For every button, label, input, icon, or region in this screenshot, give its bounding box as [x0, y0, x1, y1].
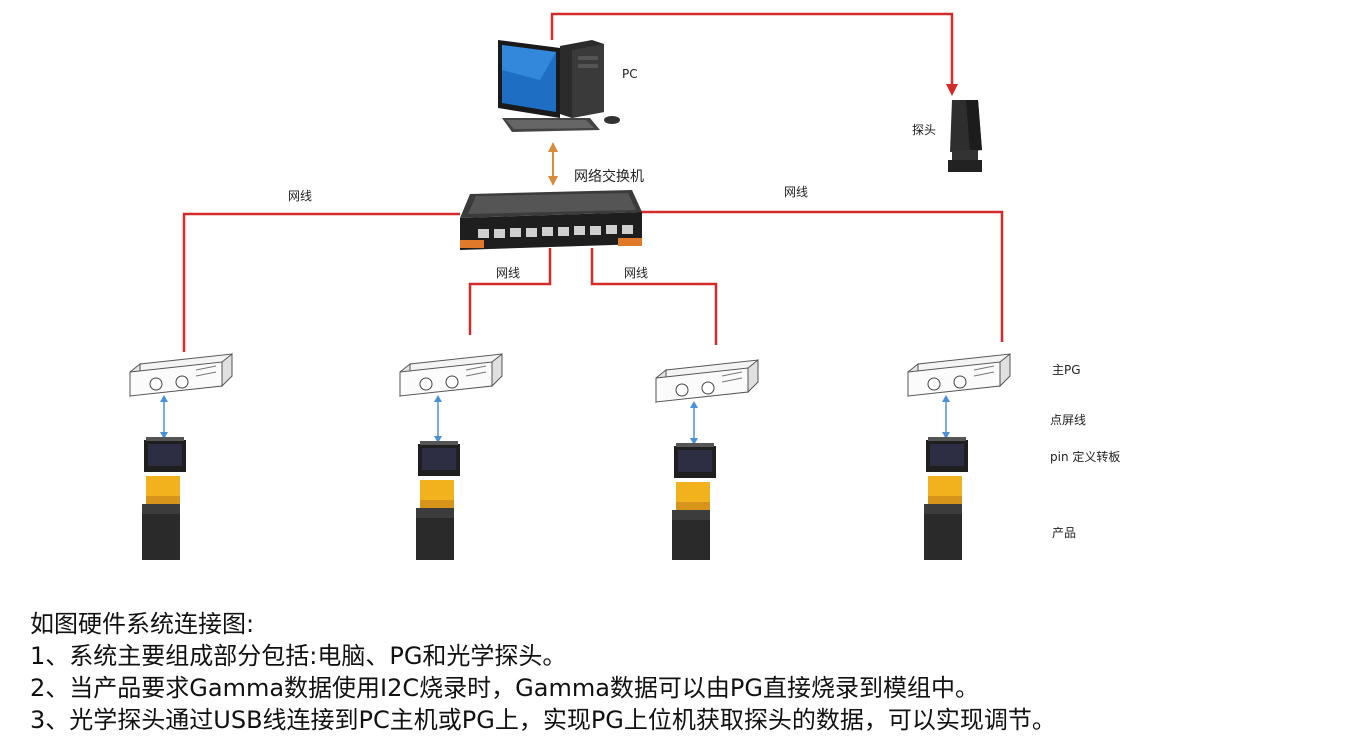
pattern-generator-box-icon: [907, 352, 1011, 398]
description-text: 如图硬件系统连接图: 1、系统主要组成部分包括:电脑、PG和光学探头。 2、当产…: [30, 608, 1330, 736]
product-label: 产品: [1052, 526, 1076, 540]
switch-label: 网络交换机: [574, 168, 644, 185]
caption-line-2: 2、当产品要求Gamma数据使用I2C烧录时，Gamma数据可以由PG直接烧录到…: [30, 674, 979, 702]
display-module-icon: [672, 482, 710, 560]
network-switch-icon: [460, 190, 642, 250]
cable-to-pg-4: [636, 210, 1004, 342]
unit-4: [907, 352, 1011, 560]
display-module-icon: [142, 476, 180, 560]
cable-label-3: 网线: [624, 266, 648, 280]
pattern-generator-box-icon: [399, 352, 503, 398]
pattern-generator-box-icon: [655, 358, 759, 404]
display-module-icon: [924, 476, 962, 560]
hardware-connection-diagram: PC 探头 网络交换机 网线 网线 网线 网线: [129, 12, 1120, 560]
probe-arrowhead: [946, 84, 958, 96]
pc-switch-link-arrow: [548, 142, 558, 186]
adapter-board-icon: [418, 441, 460, 476]
cable-label-4: 网线: [784, 185, 808, 199]
display-module-icon: [416, 480, 454, 560]
unit-1: [129, 352, 233, 560]
desktop-computer-icon: [498, 40, 620, 132]
cable-to-pg-1: [182, 212, 460, 352]
main-pg-label: 主PG: [1052, 363, 1081, 377]
caption-line-3: 3、光学探头通过USB线连接到PC主机或PG上，实现PG上位机获取探头的数据，可…: [30, 706, 1056, 734]
optical-probe-icon: [948, 100, 982, 172]
pin-board-label: pin 定义转板: [1050, 449, 1120, 464]
pc-probe-cable: [550, 12, 954, 86]
unit-3: [655, 358, 759, 560]
adapter-board-icon: [674, 443, 716, 478]
caption-line-1: 1、系统主要组成部分包括:电脑、PG和光学探头。: [30, 642, 567, 670]
pattern-generator-box-icon: [129, 352, 233, 398]
cable-label-1: 网线: [288, 189, 312, 203]
cable-to-pg-3: [590, 248, 718, 345]
adapter-board-icon: [926, 437, 968, 472]
dot-screen-line-label: 点屏线: [1050, 413, 1086, 427]
cable-label-2: 网线: [496, 266, 520, 280]
probe-label: 探头: [912, 123, 936, 137]
cable-to-pg-2: [468, 248, 552, 335]
adapter-board-icon: [144, 437, 186, 472]
unit-2: [399, 352, 503, 560]
caption-title: 如图硬件系统连接图:: [30, 610, 255, 638]
pc-label: PC: [622, 67, 638, 81]
